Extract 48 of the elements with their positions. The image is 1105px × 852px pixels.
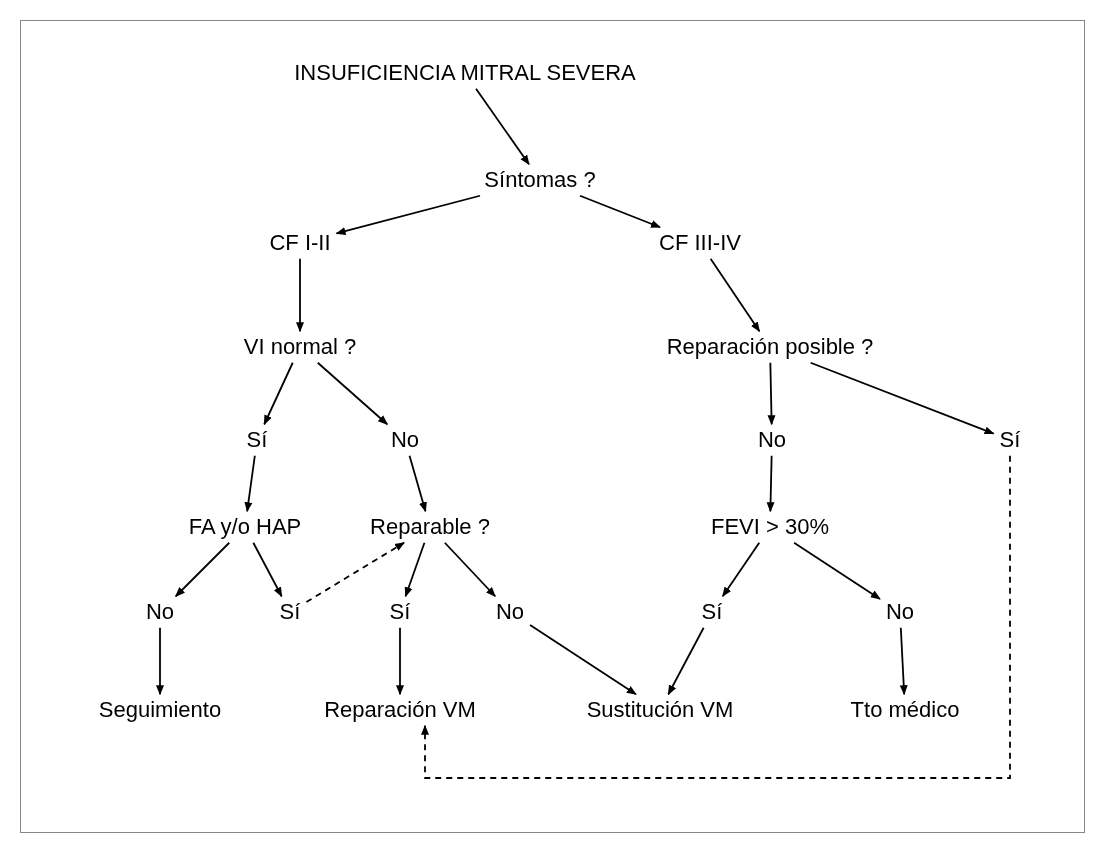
node-label: No	[491, 598, 529, 626]
arrow	[899, 626, 908, 696]
arrow	[709, 257, 761, 333]
arrow	[404, 541, 426, 598]
node-label: INSUFICIENCIA MITRAL SEVERA	[290, 59, 640, 87]
arrow	[263, 361, 294, 426]
dashed-arrow	[305, 541, 405, 603]
node-label: Reparación posible ?	[662, 333, 878, 361]
node-label: Sí	[385, 598, 415, 626]
arrow	[767, 361, 776, 426]
arrow	[174, 541, 231, 598]
node-label: No	[386, 426, 424, 454]
node-label: Sí	[242, 426, 272, 454]
node-label: Sí	[275, 598, 305, 626]
arrow	[244, 454, 256, 513]
node-label: CF III-IV	[655, 229, 745, 257]
node-label: No	[881, 598, 919, 626]
arrow	[667, 626, 705, 696]
arrow	[156, 626, 164, 696]
arrow	[766, 454, 775, 513]
arrow	[296, 257, 304, 333]
node-label: FA y/o HAP	[184, 513, 306, 541]
arrow	[721, 541, 761, 598]
arrow	[579, 194, 661, 229]
dashed-arrow	[421, 454, 1011, 779]
arrow	[793, 541, 881, 600]
node-label: CF I-II	[265, 229, 335, 257]
arrow	[316, 361, 389, 426]
arrow	[529, 624, 637, 696]
node-label: No	[141, 598, 179, 626]
node-label: Sí	[995, 426, 1025, 454]
node-label: FEVI > 30%	[707, 513, 833, 541]
node-label: Sí	[697, 598, 727, 626]
arrow	[396, 626, 404, 696]
arrow	[408, 454, 427, 513]
arrow	[335, 194, 481, 235]
node-label: Reparación VM	[320, 696, 480, 724]
node-label: Síntomas ?	[480, 166, 600, 194]
node-label: No	[753, 426, 791, 454]
arrow	[252, 541, 283, 598]
node-label: Seguimiento	[94, 696, 226, 724]
arrow	[809, 361, 995, 435]
arrow	[475, 87, 530, 166]
node-label: Sustitución VM	[582, 696, 738, 724]
node-label: VI normal ?	[239, 333, 361, 361]
node-label: Reparable ?	[366, 513, 494, 541]
node-label: Tto médico	[846, 696, 964, 724]
arrow	[443, 541, 497, 598]
